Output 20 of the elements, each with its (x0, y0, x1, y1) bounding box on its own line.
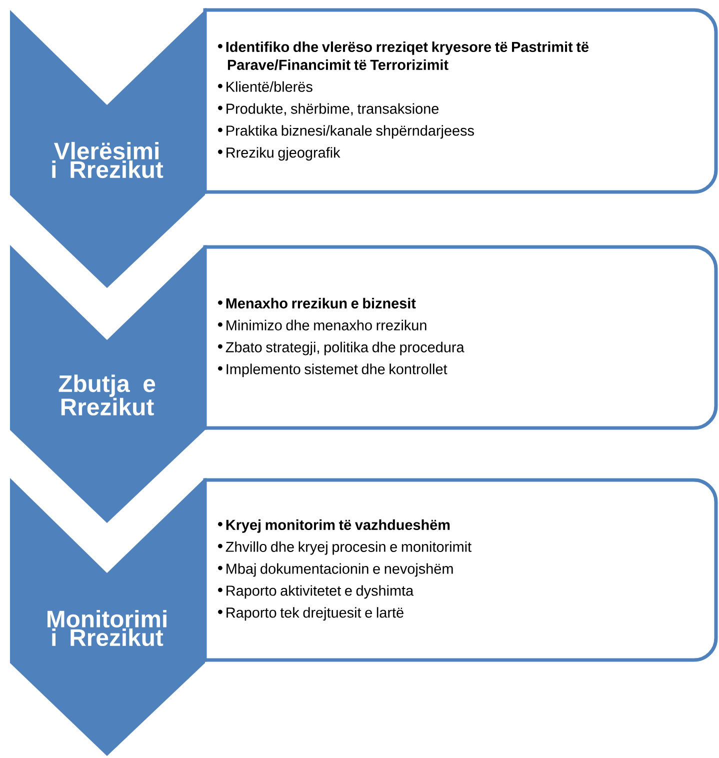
bullet-item: Klientë/blerës (218, 81, 312, 92)
bullet-item: Raporto tek drejtuesit e lartë (218, 607, 404, 621)
bullet-item: Minimizo dhe menaxho rrezikun (218, 320, 426, 330)
bullet-item: Kryej monitorim të vazhdueshëm (218, 519, 450, 533)
bullet-item: Mbaj dokumentacionin e nevojshëm (218, 563, 453, 577)
node-label: Monitorimi i Rrezikut (47, 610, 166, 646)
bullet-item: Implemento sistemet dhe kontrollet (218, 364, 448, 378)
node-label: Vlerësimi i Rrezikut (52, 142, 164, 178)
bullet-item: Produkte, shërbime, transaksione (218, 103, 439, 116)
bullet-item: Zhvillo dhe kryej procesin e monitorimit (218, 541, 472, 555)
text-box (203, 478, 718, 662)
bullet-item: Zbato strategji, politika dhe procedura (218, 342, 464, 356)
bullet-item: Menaxho rrezikun e biznesit (218, 298, 416, 308)
bullet-item: Rreziku gjeografik (218, 147, 340, 161)
bullet-item: Identifiko dhe vlerëso rreziqet kryesore të Pastrimit të Parave/Financimit të Terrorizimit (218, 41, 589, 70)
text-box (203, 8, 718, 194)
bullet-item: Raporto aktivitetet e dyshimta (218, 585, 414, 599)
bullet-item: Praktika biznesi/kanale shpërndarjeess (218, 125, 474, 139)
text-box (203, 245, 718, 430)
node-label: Zbutja e Rrezikut (58, 374, 156, 416)
